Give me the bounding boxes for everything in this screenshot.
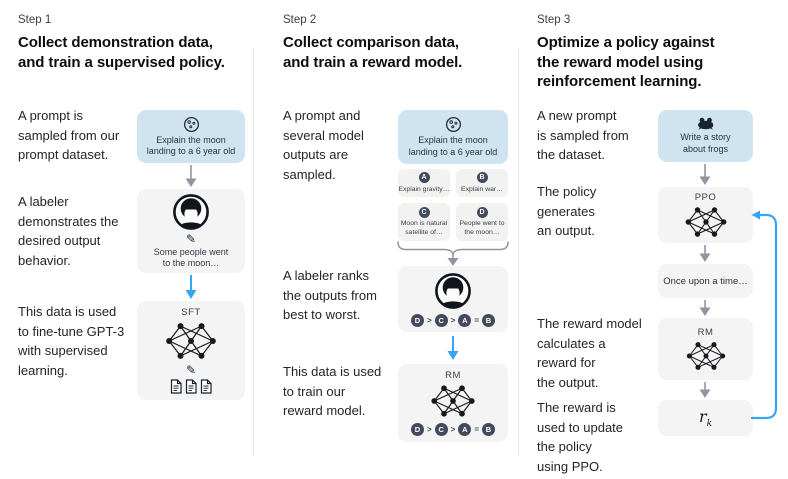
- column-divider: [518, 48, 519, 456]
- pencil-icon: ✎: [185, 231, 197, 246]
- step1-caption-finetune: This data is used to fine-tune GPT-3 wit…: [18, 304, 125, 378]
- arrow-down-icon: [699, 245, 711, 262]
- neural-network-icon: [686, 341, 725, 370]
- ranking-row: D > C > A = B: [410, 313, 495, 327]
- neural-network-icon: [431, 385, 475, 417]
- step2-prompt-text: Explain the moon landing to a 6 year old: [408, 135, 498, 157]
- neural-network-icon: [685, 206, 726, 237]
- step3-caption-prompt: A new prompt is sampled from the dataset…: [537, 108, 629, 162]
- step3-output-box: Once upon a time…: [658, 264, 753, 298]
- arrow-down-icon: [699, 300, 711, 316]
- output-badge-c: C: [418, 206, 430, 218]
- rank-op-3: =: [474, 315, 479, 325]
- rank-op-1: >: [426, 425, 432, 434]
- step1-labeler-output: Some people went to the moon…: [153, 246, 229, 269]
- pencil-icon: ✎: [185, 363, 197, 377]
- rank-badge-4: B: [482, 423, 495, 436]
- rank-op-1: >: [426, 315, 432, 325]
- arrow-down-blue-icon: [447, 336, 459, 360]
- rank-badge-1: D: [410, 423, 424, 436]
- step1-caption-labeler: A labeler demonstrates the desired outpu…: [18, 194, 119, 268]
- step3-prompt-box: Write a story about frogs: [658, 110, 753, 162]
- model-output-a: A Explain gravity…: [398, 169, 450, 197]
- documents-icon: [170, 379, 212, 394]
- step3-label: Step 3: [537, 14, 571, 26]
- rank-badge-1: D: [410, 313, 424, 327]
- step1-label: Step 1: [18, 14, 52, 26]
- step3-reward-box: rk: [658, 400, 753, 436]
- reward-symbol: rk: [698, 406, 713, 430]
- output-badge-b: B: [476, 172, 488, 183]
- model-output-d: D People went to the moon…: [456, 203, 508, 241]
- labeler-icon: [435, 272, 471, 309]
- rank-badge-3: A: [458, 423, 472, 436]
- step2-caption-prompt: A prompt and several model outputs are s…: [283, 108, 364, 182]
- step3-prompt-text: Write a story about frogs: [680, 132, 731, 154]
- rank-badge-3: A: [458, 313, 472, 327]
- step3-caption-policy: The policy generates an output.: [537, 184, 597, 238]
- step1-sft-box: SFT ✎: [137, 301, 245, 400]
- rank-op-3: =: [474, 425, 479, 434]
- step3-title: Optimize a policy against the reward mod…: [537, 34, 715, 90]
- model-output-b: B Explain war…: [456, 169, 508, 197]
- labeler-icon: [173, 193, 209, 230]
- rank-op-2: >: [450, 425, 456, 434]
- sft-model-label: SFT: [181, 307, 201, 318]
- output-badge-d: D: [476, 206, 488, 218]
- ppo-model-label: PPO: [694, 191, 717, 203]
- step2-label: Step 2: [283, 14, 317, 26]
- output-caption-d: People went to the moon…: [459, 220, 505, 236]
- moon-icon: [445, 116, 461, 133]
- rank-badge-2: C: [434, 423, 448, 436]
- ranking-row: D > C > A = B: [410, 423, 495, 436]
- step3-caption-update: The reward is used to update the policy …: [537, 400, 624, 474]
- feedback-loop-arrow: [750, 210, 778, 420]
- step2-labeler-box: D > C > A = B: [398, 266, 508, 332]
- rm-model-label: RM: [697, 326, 714, 338]
- neural-network-icon: [166, 323, 216, 359]
- column-divider: [253, 48, 254, 456]
- output-badge-a: A: [418, 172, 430, 183]
- rank-op-2: >: [450, 315, 456, 325]
- step1-labeler-box: ✎ Some people went to the moon…: [137, 189, 245, 273]
- step2-caption-labeler: A labeler ranks the outputs from best to…: [283, 268, 377, 322]
- step1-prompt-box: Explain the moon landing to a 6 year old: [137, 110, 245, 163]
- step3-rm-box: RM: [658, 318, 753, 380]
- step3-ppo-box: PPO: [658, 187, 753, 243]
- output-caption-a: Explain gravity…: [398, 185, 450, 193]
- arrow-down-icon: [447, 253, 459, 266]
- step2-caption-train: This data is used to train our reward mo…: [283, 364, 382, 418]
- frog-icon: [698, 117, 714, 130]
- document-icon: [185, 379, 197, 394]
- arrow-down-icon: [185, 165, 197, 187]
- rm-model-label: RM: [445, 370, 461, 381]
- step1-prompt-text: Explain the moon landing to a 6 year old: [146, 134, 236, 157]
- output-caption-c: Moon is natural satellite of…: [400, 220, 448, 236]
- step2-prompt-box: Explain the moon landing to a 6 year old: [398, 110, 508, 164]
- arrow-down-blue-icon: [185, 275, 197, 299]
- rank-badge-4: B: [482, 313, 495, 327]
- output-caption-b: Explain war…: [461, 185, 503, 193]
- step2-title: Collect comparison data, and train a rew…: [283, 34, 463, 71]
- step2-rm-box: RM D > C > A = B: [398, 364, 508, 442]
- arrow-down-icon: [699, 382, 711, 398]
- step3-caption-reward: The reward model calculates a reward for…: [537, 316, 642, 390]
- document-icon: [200, 379, 212, 394]
- step3-output-text: Once upon a time…: [663, 275, 748, 287]
- step1-title: Collect demonstration data, and train a …: [18, 34, 225, 71]
- arrow-down-icon: [699, 164, 711, 185]
- moon-icon: [183, 116, 199, 132]
- model-output-c: C Moon is natural satellite of…: [398, 203, 450, 241]
- document-icon: [170, 379, 182, 394]
- step1-caption-prompt: A prompt is sampled from our prompt data…: [18, 108, 120, 162]
- rank-badge-2: C: [434, 313, 448, 327]
